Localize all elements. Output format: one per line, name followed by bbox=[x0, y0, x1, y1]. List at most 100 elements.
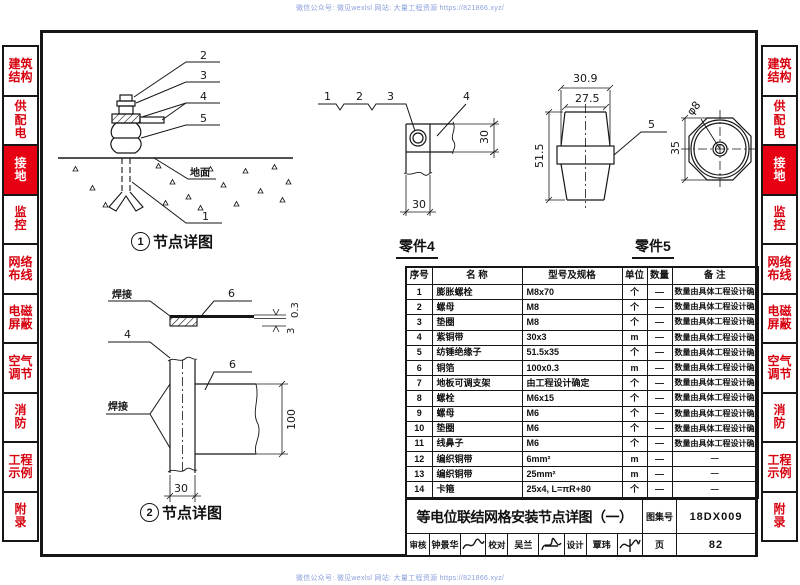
detail-1-caption: 1 节点详图 bbox=[131, 231, 213, 252]
sidebar-item-fire-protection[interactable]: 消 防 bbox=[761, 391, 798, 443]
top-view-dimensions bbox=[681, 114, 707, 184]
dim-0-3: 0.3 bbox=[290, 302, 301, 318]
corner-plate bbox=[403, 121, 456, 176]
sidebar-item-monitoring[interactable]: 监 控 bbox=[761, 193, 798, 245]
cell-no: 8 bbox=[405, 390, 433, 407]
cell-name: 膨胀螺栓 bbox=[431, 283, 523, 301]
cell-spec: M8x70 bbox=[521, 283, 623, 301]
cell-unit: 个 bbox=[621, 283, 648, 301]
dim-30-9: 30.9 bbox=[573, 72, 598, 85]
cell-no: 2 bbox=[405, 299, 433, 316]
leader-labels: 2 3 4 5 1 地面 bbox=[190, 49, 210, 223]
insulator-front-view bbox=[556, 104, 615, 208]
cell-qty: — bbox=[646, 329, 673, 346]
tab-label: 消 防 bbox=[773, 403, 786, 431]
thickness-dimensions bbox=[254, 308, 286, 333]
sidebar-item-appendix[interactable]: 附 录 bbox=[2, 490, 39, 542]
sidebar-item-network-cabling[interactable]: 网络 布线 bbox=[761, 243, 798, 295]
sidebar-item-engineering-examples[interactable]: 工程 示例 bbox=[2, 441, 39, 493]
reviewer-signature bbox=[460, 534, 485, 555]
callout-1: 1 bbox=[324, 90, 331, 103]
cell-name: 纺锤绝缘子 bbox=[431, 344, 523, 361]
cell-unit: m bbox=[621, 451, 648, 468]
sidebar-item-building-structure[interactable]: 建筑 结构 bbox=[761, 45, 798, 97]
cell-name: 螺母 bbox=[431, 405, 523, 422]
callout-6-mid: 6 bbox=[229, 358, 236, 371]
callout-2: 2 bbox=[200, 49, 207, 62]
sidebar-item-power-supply[interactable]: 供 配 电 bbox=[2, 94, 39, 146]
cell-qty: — bbox=[646, 375, 673, 392]
checker-signature bbox=[538, 534, 563, 555]
cell-qty: — bbox=[646, 405, 673, 422]
cell-qty: — bbox=[646, 299, 673, 316]
tab-label: 监 控 bbox=[773, 205, 786, 233]
sidebar-item-air-conditioning[interactable]: 空气 调节 bbox=[2, 342, 39, 394]
sidebar-item-air-conditioning[interactable]: 空气 调节 bbox=[761, 342, 798, 394]
col-spec: 型号及规格 bbox=[521, 266, 623, 285]
tab-label: 建筑 结构 bbox=[767, 56, 792, 84]
cell-unit: m bbox=[621, 466, 648, 483]
callout-3: 3 bbox=[200, 69, 207, 82]
cell-no: 4 bbox=[405, 329, 433, 346]
weld-label-top: 焊接 bbox=[112, 288, 132, 301]
signature-scribble bbox=[619, 538, 641, 552]
designer-signature bbox=[616, 534, 642, 555]
part-4-caption: 零件4 bbox=[396, 236, 438, 259]
cell-no: 3 bbox=[405, 314, 433, 331]
sidebar-item-emi-shielding[interactable]: 电磁 屏蔽 bbox=[761, 292, 798, 344]
cell-no: 6 bbox=[405, 359, 433, 377]
sidebar-item-power-supply[interactable]: 供 配 电 bbox=[761, 94, 798, 146]
cell-note: — bbox=[671, 451, 759, 468]
tab-label: 接 地 bbox=[14, 155, 27, 183]
cell-no: 14 bbox=[405, 481, 433, 499]
tab-label: 网络 布线 bbox=[767, 254, 792, 282]
leader-5 bbox=[613, 131, 667, 156]
table-header-row: 序号 名 称 型号及规格 单位 数量 备 注 bbox=[405, 266, 759, 285]
sidebar-item-engineering-examples[interactable]: 工程 示例 bbox=[761, 441, 798, 493]
sidebar-item-fire-protection[interactable]: 消 防 bbox=[2, 391, 39, 443]
cell-spec: M6 bbox=[521, 435, 623, 453]
sidebar-item-building-structure[interactable]: 建筑 结构 bbox=[2, 45, 39, 97]
tab-label: 空气 调节 bbox=[767, 353, 792, 381]
cell-unit: 个 bbox=[621, 314, 648, 331]
cell-spec: M6 bbox=[521, 405, 623, 422]
cell-note: 数量由具体工程设计确定 bbox=[671, 359, 759, 377]
sidebar-item-monitoring[interactable]: 监 控 bbox=[2, 193, 39, 245]
cell-spec: 25x4, L=πR+80 bbox=[521, 481, 623, 499]
cell-no: 13 bbox=[405, 466, 433, 483]
cell-qty: — bbox=[646, 435, 673, 453]
dim-100: 100 bbox=[285, 409, 298, 430]
concrete-speckles bbox=[72, 162, 292, 211]
cell-name: 地板可调支架 bbox=[431, 375, 523, 392]
cell-spec: 6mm² bbox=[521, 451, 623, 468]
cell-note: 数量由具体工程设计确定 bbox=[671, 329, 759, 346]
sidebar-item-emi-shielding[interactable]: 电磁 屏蔽 bbox=[2, 292, 39, 344]
sidebar-item-grounding[interactable]: 接 地 bbox=[2, 144, 39, 196]
buried-anchor bbox=[108, 158, 144, 212]
callout-1: 1 bbox=[202, 210, 209, 223]
designer-name: 覃玮 bbox=[585, 534, 617, 555]
sidebar-item-network-cabling[interactable]: 网络 布线 bbox=[2, 243, 39, 295]
callout-4: 4 bbox=[124, 328, 131, 341]
dia-8-label: φ8 bbox=[684, 99, 703, 118]
callout-4: 4 bbox=[463, 90, 470, 103]
callout-2: 2 bbox=[356, 90, 363, 103]
cell-note: — bbox=[671, 466, 759, 483]
cell-no: 5 bbox=[405, 344, 433, 361]
labels: 1 2 3 4 30 30 bbox=[324, 90, 491, 211]
sidebar-item-appendix[interactable]: 附 录 bbox=[761, 490, 798, 542]
detail-number-circle: 1 bbox=[131, 232, 150, 251]
leader-lines bbox=[318, 103, 467, 137]
part-5-drawing: 30.9 27.5 51.5 5 35 φ8 bbox=[535, 72, 759, 208]
sidebar-item-grounding[interactable]: 接 地 bbox=[761, 144, 798, 196]
reviewer-name: 钟景华 bbox=[429, 534, 460, 555]
cell-spec: 30x3 bbox=[521, 329, 623, 346]
col-note: 备 注 bbox=[671, 266, 759, 285]
cell-name: 垫圈 bbox=[431, 420, 523, 437]
tab-label: 空气 调节 bbox=[8, 353, 33, 381]
lower-joint bbox=[106, 341, 260, 473]
